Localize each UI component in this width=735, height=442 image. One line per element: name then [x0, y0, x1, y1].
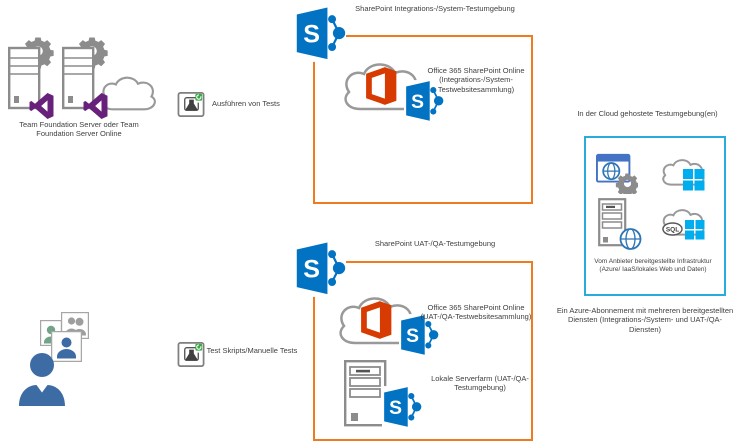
flask-icon [185, 99, 198, 111]
server-icon [62, 46, 95, 110]
manual-tests-icon [177, 342, 205, 367]
sharepoint-icon: S [294, 241, 346, 297]
farm-label: Lokale Serverfarm (UAT-/QA-Testumgebung) [431, 374, 529, 393]
sql-azure-icon: SQL [662, 209, 705, 240]
server-globe-icon [598, 198, 642, 250]
gear-icon [615, 173, 638, 194]
server-farm-icon [344, 360, 387, 427]
integration-env-box [313, 35, 533, 204]
sharepoint-icon: S [294, 6, 346, 62]
server-icon [8, 46, 41, 110]
office365-icon [361, 301, 392, 339]
tfs-server-icon [62, 37, 108, 119]
windows-logo-icon [683, 169, 705, 191]
tester-person-icon [19, 353, 65, 406]
person-card-icon [51, 331, 82, 362]
uat-office-label: Office 365 SharePoint Online (UAT-/QA-Te… [420, 303, 532, 322]
sharepoint-letter: S [389, 398, 402, 419]
windows-logo-icon [685, 220, 705, 240]
integration-env-title: SharePoint Integrations-/System-Testumge… [355, 4, 515, 13]
flask-icon [185, 349, 198, 361]
uat-env-title: SharePoint UAT-/QA-Testumgebung [374, 239, 496, 248]
sharepoint-letter: S [303, 255, 320, 283]
visual-studio-icon [83, 93, 108, 119]
run-tests-label: Ausführen von Tests [212, 99, 280, 108]
azure-cloud-icon [662, 159, 705, 191]
office365-icon [366, 67, 397, 105]
subscription-label: Ein Azure-Abonnement mit mehreren bereit… [556, 306, 734, 334]
web-app-icon [596, 153, 638, 194]
integration-office-label: Office 365 SharePoint Online (Integratio… [427, 66, 525, 94]
sql-label: SQL [666, 227, 679, 234]
sharepoint-letter: S [406, 326, 419, 347]
tfs-server-icon [8, 37, 54, 119]
sharepoint-letter: S [303, 20, 320, 48]
cloud-env-title: In der Cloud gehostete Testumgebung(en) [577, 109, 718, 118]
infrastructure-label: Vom Anbieter bereitgestellte Infrastrukt… [594, 258, 712, 274]
manual-tests-label: Test Skripts/Manuelle Tests [206, 346, 298, 355]
sharepoint-letter: S [411, 92, 424, 113]
tfs-label: Team Foundation Server oder Team Foundat… [19, 120, 139, 139]
run-tests-icon [177, 92, 205, 117]
sharepoint-icon: S [382, 386, 422, 429]
visual-studio-icon [29, 93, 54, 119]
sharepoint-icon: S [404, 80, 444, 123]
sharepoint-icon: S [399, 314, 439, 357]
